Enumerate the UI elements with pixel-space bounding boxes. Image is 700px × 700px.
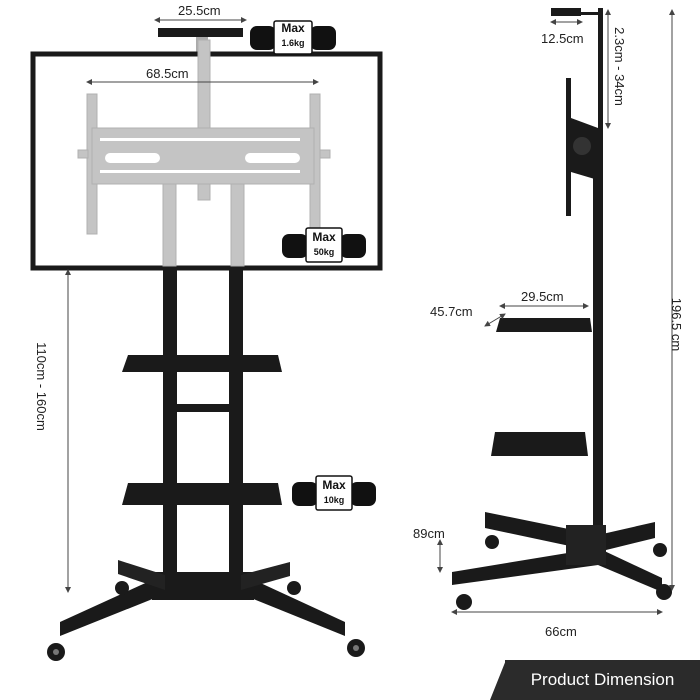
mount-max-label: Max <box>312 230 336 244</box>
shelf-depth-label: 45.7cm <box>430 304 473 319</box>
upper-shelf <box>122 355 282 372</box>
shelf-max-label: Max <box>322 478 346 492</box>
side-upper-shelf <box>496 318 592 332</box>
camera-shelf-depth-label: 12.5cm <box>541 31 584 46</box>
footer-accent <box>490 660 506 700</box>
mount-max-weight: 50kg <box>313 247 335 257</box>
lower-shelf <box>122 483 282 505</box>
top-max-weight: 1.6kg <box>281 38 305 48</box>
base-depth-label: 89cm <box>413 526 445 541</box>
base-width-label: 66cm <box>545 624 577 639</box>
side-casters <box>456 535 672 610</box>
vesa-width-label: 68.5cm <box>146 66 189 81</box>
camera-height-range-label: 2.3cm - 34cm <box>611 27 627 106</box>
side-lower-shelf <box>491 432 588 456</box>
shelf-max-weight: 10kg <box>323 495 345 505</box>
camera-shelf <box>158 28 243 37</box>
dumbbell-icon-top <box>250 20 336 55</box>
top-max-label: Max <box>281 21 305 35</box>
total-height-label: 196.5 cm <box>669 297 685 352</box>
dumbbell-icon-mount <box>282 227 366 263</box>
dumbbell-icon-shelf <box>292 475 376 511</box>
footer-banner: Product Dimension <box>505 660 700 700</box>
shelf-width-label: 29.5cm <box>521 289 564 304</box>
mount-width-label: 25.5cm <box>178 3 221 18</box>
front-view-stand <box>30 28 383 661</box>
side-view-stand <box>452 8 672 610</box>
footer-title: Product Dimension <box>530 670 675 689</box>
front-casters <box>47 581 365 661</box>
height-range-label: 110cm - 160cm <box>33 342 49 431</box>
